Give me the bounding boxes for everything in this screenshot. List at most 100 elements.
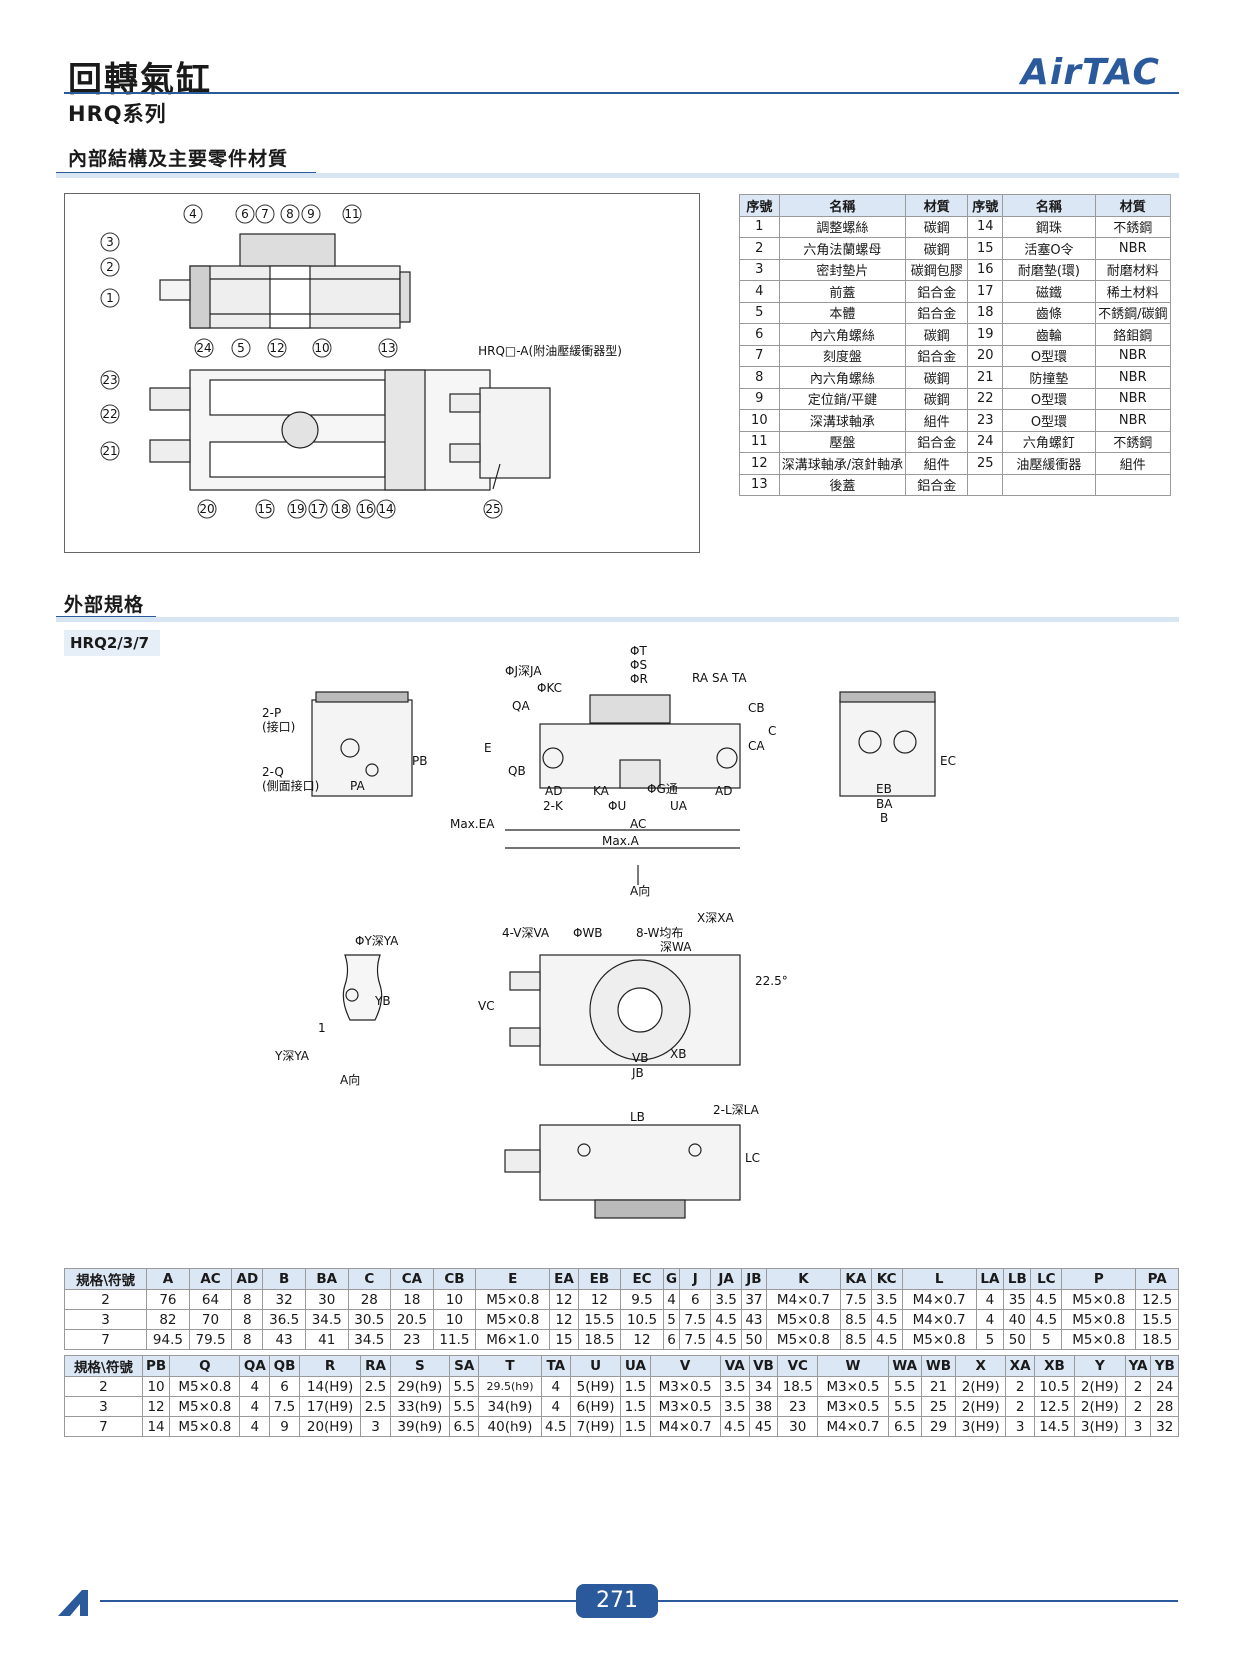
- table-cell: 8.5: [839, 1329, 872, 1350]
- label-eb: EB: [876, 782, 892, 796]
- table-cell: 內六角螺絲: [778, 323, 907, 346]
- table-cell: 2(H9): [954, 1376, 1007, 1397]
- table-cell: 17(H9): [298, 1396, 362, 1417]
- table-cell: 4.5: [710, 1309, 742, 1330]
- table-cell: 齒輪: [1002, 323, 1096, 346]
- table-cell: 4: [975, 1289, 1005, 1310]
- table-cell: 六角螺釘: [1002, 430, 1096, 453]
- table-cell: 33(h9): [389, 1396, 451, 1417]
- table-cell: 29(h9): [389, 1376, 451, 1397]
- table-cell: 3.5: [719, 1396, 750, 1417]
- callout-14: 14: [378, 502, 393, 516]
- table-cell: 2: [1124, 1376, 1152, 1397]
- table-cell: 耐磨材料: [1094, 258, 1172, 281]
- table-cell: 15: [967, 237, 1004, 260]
- table-cell: 29.5(h9): [478, 1376, 542, 1397]
- label-sa: SA: [712, 671, 729, 685]
- table-cell: 5.5: [887, 1376, 922, 1397]
- table-cell: 後蓋: [778, 473, 907, 496]
- table-cell: 12.5: [1135, 1289, 1179, 1310]
- parts-header-row: 序號 名稱 材質 序號 名稱 材質: [739, 194, 1172, 217]
- table-cell: 7.5: [839, 1289, 872, 1310]
- label-phi-s: ΦS: [630, 658, 647, 672]
- parts-col-no: 序號: [739, 194, 780, 217]
- callouts-left: 3 2 1 23 22 21: [100, 232, 120, 461]
- label-y-deep: Y深YA: [274, 1049, 310, 1063]
- table-cell: [967, 473, 1004, 496]
- table-cell: 4: [239, 1396, 271, 1417]
- table-cell: 不銹鋼: [1094, 430, 1172, 453]
- table-cell: 3: [360, 1416, 391, 1437]
- table-cell: 3: [1005, 1416, 1035, 1437]
- table-cell: 11: [739, 430, 780, 453]
- table-header-cell: Y: [1074, 1355, 1126, 1377]
- label-2p: 2-P: [262, 706, 281, 720]
- table-cell: 20: [967, 344, 1004, 367]
- table-cell: 15.5: [1135, 1309, 1179, 1330]
- label-cb: CB: [748, 701, 765, 715]
- table-cell: 深溝球軸承: [778, 409, 907, 432]
- table-cell: 3: [64, 1396, 143, 1417]
- table-header-cell: X: [954, 1355, 1007, 1377]
- parts-col-name-2: 名稱: [1002, 194, 1096, 217]
- table-cell: 4: [540, 1376, 571, 1397]
- parts-col-no-2: 序號: [967, 194, 1004, 217]
- callout-12: 12: [269, 341, 284, 355]
- table-cell: 密封墊片: [778, 258, 907, 281]
- table-header-cell: R: [298, 1355, 362, 1377]
- table-header-cell: JA: [710, 1268, 742, 1290]
- table-header-cell: 規格\符號: [63, 1268, 148, 1290]
- label-c: C: [768, 724, 776, 738]
- callout-13: 13: [380, 341, 395, 355]
- label-x-deep: X深XA: [697, 911, 734, 925]
- table-header-cell: EB: [577, 1268, 622, 1290]
- table-header-cell: VC: [777, 1355, 819, 1377]
- page-number: 271: [576, 1584, 658, 1618]
- table-cell: 6: [679, 1289, 712, 1310]
- table-header-cell: B: [262, 1268, 306, 1290]
- external-dimension-drawing: 2-P (接口) 2-Q (側面接口) PA PB ΦT ΦS ΦR ΦJ深JA…: [262, 644, 956, 1219]
- table-cell: 43: [262, 1329, 306, 1350]
- table-header-cell: LA: [975, 1268, 1005, 1290]
- table-cell: 1: [739, 215, 780, 238]
- table-header-cell: AC: [188, 1268, 233, 1290]
- table-cell: M4×0.7: [901, 1289, 977, 1310]
- table-cell: M3×0.5: [649, 1396, 721, 1417]
- label-2q: 2-Q: [262, 765, 284, 779]
- table-header-cell: 規格\符號: [64, 1355, 143, 1377]
- brand-text: AirTAC: [1019, 52, 1160, 90]
- table-cell: 29: [920, 1416, 956, 1437]
- table-cell: M3×0.5: [817, 1396, 889, 1417]
- table-cell: 7: [739, 344, 780, 367]
- table-cell: 10: [432, 1289, 477, 1310]
- table-cell: 12: [577, 1289, 622, 1310]
- table-cell: 組件: [905, 409, 969, 432]
- label-8w: 8-W均布: [636, 926, 683, 940]
- table-cell: 10: [141, 1376, 171, 1397]
- label-ac: AC: [630, 817, 646, 831]
- table-header-cell: WA: [887, 1355, 922, 1377]
- table-cell: 34: [748, 1376, 779, 1397]
- table-cell: 4: [239, 1416, 271, 1437]
- table-cell: M5×0.8: [475, 1309, 551, 1330]
- label-phi-u: ΦU: [608, 799, 626, 813]
- callout-21: 21: [102, 444, 117, 458]
- table-cell: M5×0.8: [169, 1376, 241, 1397]
- table-cell: 14.5: [1033, 1416, 1076, 1437]
- label-ba: BA: [876, 797, 893, 811]
- callout-5: 5: [237, 341, 245, 355]
- table-header-cell: BA: [304, 1268, 349, 1290]
- table-cell: 2.5: [360, 1396, 391, 1417]
- table-cell: 16: [967, 258, 1004, 281]
- table-cell: 6.5: [887, 1416, 922, 1437]
- table-cell: 34(h9): [478, 1396, 542, 1417]
- table-cell: NBR: [1094, 366, 1172, 389]
- section-external-rule: [56, 617, 1179, 622]
- table-header-cell: K: [765, 1268, 841, 1290]
- table-cell: 38: [748, 1396, 779, 1417]
- table-cell: 7(H9): [569, 1416, 622, 1437]
- table-cell: M5×0.8: [169, 1416, 241, 1437]
